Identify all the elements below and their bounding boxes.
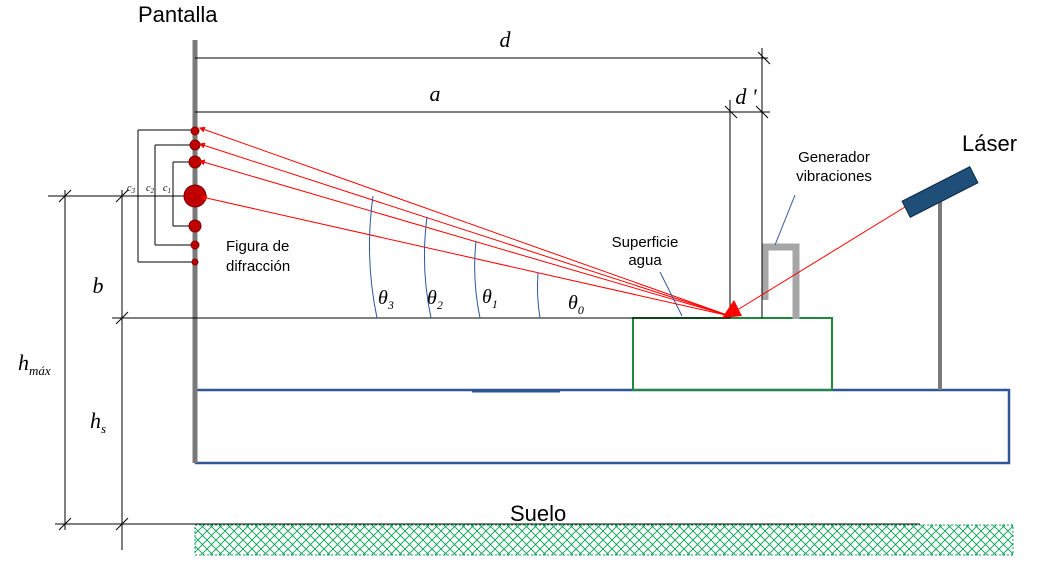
table-outline: [194, 388, 1011, 465]
reflection-point-arrow: [722, 300, 742, 318]
generador-leader: [774, 194, 796, 246]
angle-arcs: [369, 195, 541, 319]
arc-theta2: [423, 216, 432, 319]
theta3-label: θ3: [378, 287, 394, 312]
dimension-hmax-label: hmáx: [18, 350, 51, 378]
c2-label: c2: [146, 183, 154, 195]
theta2-label: θ2: [427, 287, 443, 312]
suelo-label: Suelo: [510, 501, 566, 526]
incident-ray: [733, 206, 906, 313]
pantalla-label: Pantalla: [138, 2, 218, 27]
laser-body: [901, 166, 979, 218]
vibration-generator: [761, 243, 800, 319]
ray-theta3: [198, 126, 731, 317]
superficie-leader: [659, 271, 683, 317]
arc-theta0: [536, 272, 541, 319]
spot-order-1-up: [188, 155, 202, 169]
spot-order-3-down: [191, 258, 199, 266]
dimension-d-label: d: [500, 27, 512, 52]
figura-label-line1: Figura de: [226, 238, 289, 255]
generador-label-line1: Generador: [798, 149, 870, 166]
superficie-label-line2: agua: [628, 252, 662, 269]
diffracted-rays: [198, 126, 731, 317]
theta0-label: θ0: [568, 292, 584, 317]
dimension-b-label: b: [93, 273, 104, 298]
generador-label-line2: vibraciones: [796, 168, 872, 185]
ray-theta0: [200, 195, 731, 317]
spot-order-2-down: [190, 240, 200, 250]
arc-theta1: [474, 240, 481, 319]
superficie-label-line1: Superficie: [612, 234, 679, 251]
water-tank: [632, 317, 833, 391]
laser-label: Láser: [962, 131, 1017, 156]
ray-theta2: [198, 142, 731, 317]
ray-theta1: [198, 159, 731, 317]
c1-label: c1: [163, 183, 171, 195]
c3-label: c3: [127, 183, 135, 195]
spot-order-2-up: [189, 139, 201, 151]
spot-order-0: [183, 184, 207, 208]
dimension-d-prime-label: d ': [735, 84, 757, 109]
spot-order-1-down: [188, 219, 202, 233]
dimension-hs-label: hs: [90, 408, 106, 436]
theta1-label: θ1: [482, 286, 498, 311]
diffraction-spots: [183, 126, 207, 266]
dimension-a-label: a: [430, 81, 441, 106]
spot-order-3-up: [190, 126, 200, 136]
figura-label-line2: difracción: [226, 258, 290, 275]
arc-theta3: [369, 195, 378, 319]
floor-hatch: [194, 524, 1014, 556]
